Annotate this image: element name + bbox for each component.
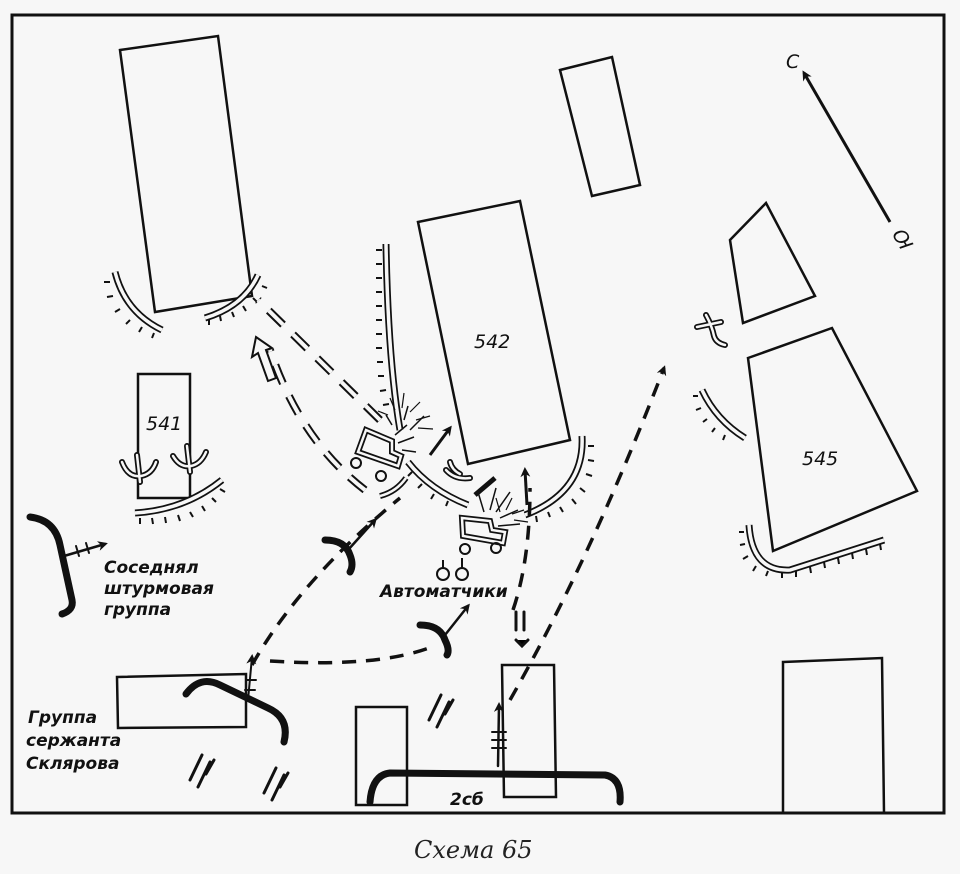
solid-arrows <box>428 425 531 506</box>
sergeant-group-label-line3: Склярова <box>26 754 119 774</box>
map-frame <box>10 13 946 815</box>
arrow-gunners-up <box>520 467 531 506</box>
building-545-label: 545 <box>802 448 838 470</box>
building-ne-small <box>728 200 817 325</box>
machine-gun-icon <box>443 459 473 482</box>
north-arrow-icon <box>802 70 892 223</box>
compass-south-label: Ю <box>889 224 918 253</box>
wire-obstacle-icon <box>262 766 290 802</box>
trench-542-southeast <box>523 435 595 523</box>
neighbor-group-label-line2: штурмовая <box>104 579 214 599</box>
submachine-gunners-label: Автоматчики <box>378 582 508 602</box>
building-541-label: 541 <box>146 413 182 435</box>
unit-labels: Соседнял штурмовая группа Группа сержант… <box>26 558 508 810</box>
compass-north-label: С <box>786 51 800 73</box>
battalion-2sb-icon <box>366 702 624 806</box>
trench-545-south <box>739 524 886 578</box>
arrow-to-542 <box>428 425 452 456</box>
trench-541 <box>134 477 226 525</box>
trench-542-west <box>376 243 404 431</box>
soldier-icon <box>436 567 450 581</box>
sergeant-group-label-line2: сержанта <box>26 731 121 751</box>
route-battalion-north <box>508 365 667 701</box>
soldier-icon <box>455 567 469 581</box>
figure-caption: Схема 65 <box>414 836 532 864</box>
route-sergeant-east <box>269 644 435 665</box>
building-south-mid <box>354 705 409 807</box>
infantry-unit-icon <box>321 517 378 576</box>
trench-542-south <box>405 459 470 509</box>
infantry-unit-icon <box>416 603 470 659</box>
wire-obstacles <box>188 610 530 802</box>
neighbor-assault-group-icon <box>26 513 108 618</box>
building-se <box>781 656 886 815</box>
building-north-small <box>558 55 642 198</box>
sergeant-group-icon <box>182 654 289 746</box>
self-propelled-gun-icon <box>458 476 521 555</box>
machine-gun-icon <box>119 452 159 485</box>
wire-obstacle-icon <box>188 753 216 789</box>
building-542-label: 542 <box>474 331 510 353</box>
explosion-bursts <box>377 392 529 523</box>
infantry-units <box>26 513 624 806</box>
route-gunners-north <box>511 487 532 611</box>
trench-lines <box>104 243 886 578</box>
self-propelled-gun-icon <box>350 405 425 499</box>
machine-gun-positions <box>119 312 728 485</box>
machine-gun-icon <box>170 443 209 475</box>
sergeant-group-label-line1: Группа <box>28 708 97 728</box>
building-541 <box>136 372 192 500</box>
building-542 <box>416 199 572 466</box>
trench-nw-left <box>104 271 164 339</box>
machine-gun-icon <box>694 312 728 348</box>
submachine-gunners-markers <box>436 558 469 581</box>
self-propelled-guns <box>350 405 521 555</box>
route-hollow-dashed-west <box>266 348 368 494</box>
route-sergeant-to-542 <box>250 496 402 666</box>
building-545 <box>746 326 919 553</box>
battalion-label: 2сб <box>450 790 484 810</box>
building-south-right <box>500 663 558 799</box>
building-sw <box>115 672 248 730</box>
hollow-arrowhead-icon <box>250 335 278 383</box>
building-nw <box>118 34 254 314</box>
wire-obstacle-icon <box>427 693 455 729</box>
trench-nw-right <box>203 273 268 325</box>
neighbor-group-label-line1: Соседнял <box>104 558 199 578</box>
compass: С Ю <box>786 51 918 253</box>
wire-obstacle-icon <box>514 610 530 649</box>
trench-545-west <box>693 388 747 441</box>
neighbor-group-label-line3: группа <box>104 600 171 620</box>
attack-routes <box>250 297 667 701</box>
